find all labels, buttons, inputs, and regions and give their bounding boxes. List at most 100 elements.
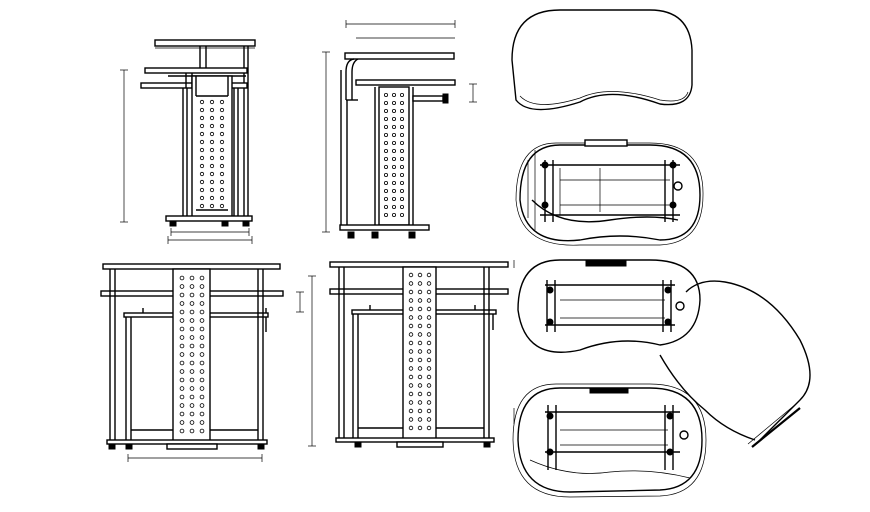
panel-hole xyxy=(189,326,195,332)
panel-hole xyxy=(189,428,195,434)
panel-hole xyxy=(219,115,225,121)
panel-hole xyxy=(391,188,396,193)
panel-hole xyxy=(199,343,205,349)
panel-hole xyxy=(199,275,205,281)
panel-hole xyxy=(426,391,432,397)
panel-hole xyxy=(179,420,185,425)
panel-hole xyxy=(219,179,225,185)
panel-hole xyxy=(417,306,423,312)
panel-hole xyxy=(408,425,414,431)
panel-hole xyxy=(383,109,388,114)
keyboard-tray xyxy=(355,79,456,86)
panel-hole xyxy=(199,403,205,408)
panel-hole xyxy=(199,292,205,298)
panel-hole xyxy=(426,374,432,380)
panel-holes xyxy=(408,272,432,431)
panel-hole xyxy=(189,377,195,383)
panel-hole xyxy=(399,125,404,130)
panel-hole xyxy=(383,180,388,185)
panel-hole xyxy=(399,164,404,169)
panel-hole xyxy=(399,188,404,193)
keyboard-tray xyxy=(144,67,248,74)
panel-hole xyxy=(179,318,185,323)
panel-hole xyxy=(179,343,185,349)
dimension-lines xyxy=(322,20,477,233)
front-elevation-1 xyxy=(100,263,284,462)
panel-hole xyxy=(199,123,205,129)
panel-hole xyxy=(408,281,414,286)
panel-hole xyxy=(408,408,414,414)
panel-hole xyxy=(417,289,423,295)
panel-hole xyxy=(399,140,404,145)
panel-hole xyxy=(189,343,195,349)
panel-hole xyxy=(199,309,205,315)
panel-hole xyxy=(417,332,423,337)
panel-hole xyxy=(426,315,432,320)
handle xyxy=(589,387,629,394)
panel-hole xyxy=(391,125,396,130)
panel-hole xyxy=(408,417,414,422)
panel-hole xyxy=(417,383,423,388)
panel-hole xyxy=(383,117,388,122)
panel-hole xyxy=(417,366,423,371)
panel-hole xyxy=(199,428,205,434)
panel-hole xyxy=(426,417,432,422)
panel-hole xyxy=(408,298,414,303)
panel-hole xyxy=(383,132,388,137)
plan-base xyxy=(512,383,707,498)
top-desk-board xyxy=(102,263,281,270)
top-desk-board xyxy=(154,39,256,47)
panel-hole xyxy=(417,408,423,414)
panel-hole xyxy=(408,349,414,354)
panel-hole xyxy=(219,139,225,145)
panel-hole xyxy=(179,284,185,289)
panel-hole xyxy=(219,123,225,129)
panel-hole xyxy=(189,352,195,357)
panel-hole xyxy=(209,163,215,169)
panel-hole xyxy=(383,125,388,130)
panel-hole xyxy=(209,155,215,161)
panel-hole xyxy=(426,323,432,329)
panel-hole xyxy=(399,212,404,217)
panel-hole xyxy=(179,326,185,332)
panel-hole xyxy=(209,195,215,201)
panel-hole xyxy=(383,204,388,209)
panel-hole xyxy=(399,196,404,201)
panel-hole xyxy=(219,131,225,137)
panel-hole xyxy=(391,196,396,201)
handle xyxy=(585,260,627,267)
panel-hole xyxy=(417,298,423,303)
mouse-arm xyxy=(412,95,444,102)
panel-hole xyxy=(189,369,195,374)
panel-hole xyxy=(209,107,215,113)
panel-hole xyxy=(408,366,414,371)
panel-hole xyxy=(426,332,432,337)
panel-hole xyxy=(209,99,215,105)
panel-hole xyxy=(199,369,205,374)
panel-hole xyxy=(426,281,432,286)
plan-top xyxy=(511,9,693,111)
dimension-lines xyxy=(296,260,515,447)
panel-hole xyxy=(399,148,404,153)
panel-hole xyxy=(383,148,388,153)
panel-hole xyxy=(199,203,205,209)
panel-hole xyxy=(426,366,432,371)
side-elevation-2 xyxy=(322,20,477,239)
panel-hole xyxy=(408,391,414,397)
panel-hole xyxy=(391,172,396,177)
panel-hole xyxy=(383,101,388,106)
panel-hole xyxy=(199,139,205,145)
panel-hole xyxy=(408,383,414,388)
panel-hole xyxy=(383,212,388,217)
panel-hole xyxy=(417,400,423,405)
panel-hole xyxy=(399,132,404,137)
panel-hole xyxy=(199,155,205,161)
panel-hole xyxy=(189,386,195,391)
panel-hole xyxy=(189,403,195,408)
panel-hole xyxy=(417,340,423,346)
panel-hole xyxy=(391,156,396,161)
panel-hole xyxy=(426,408,432,414)
panel-hole xyxy=(199,420,205,425)
panel-hole xyxy=(408,315,414,320)
